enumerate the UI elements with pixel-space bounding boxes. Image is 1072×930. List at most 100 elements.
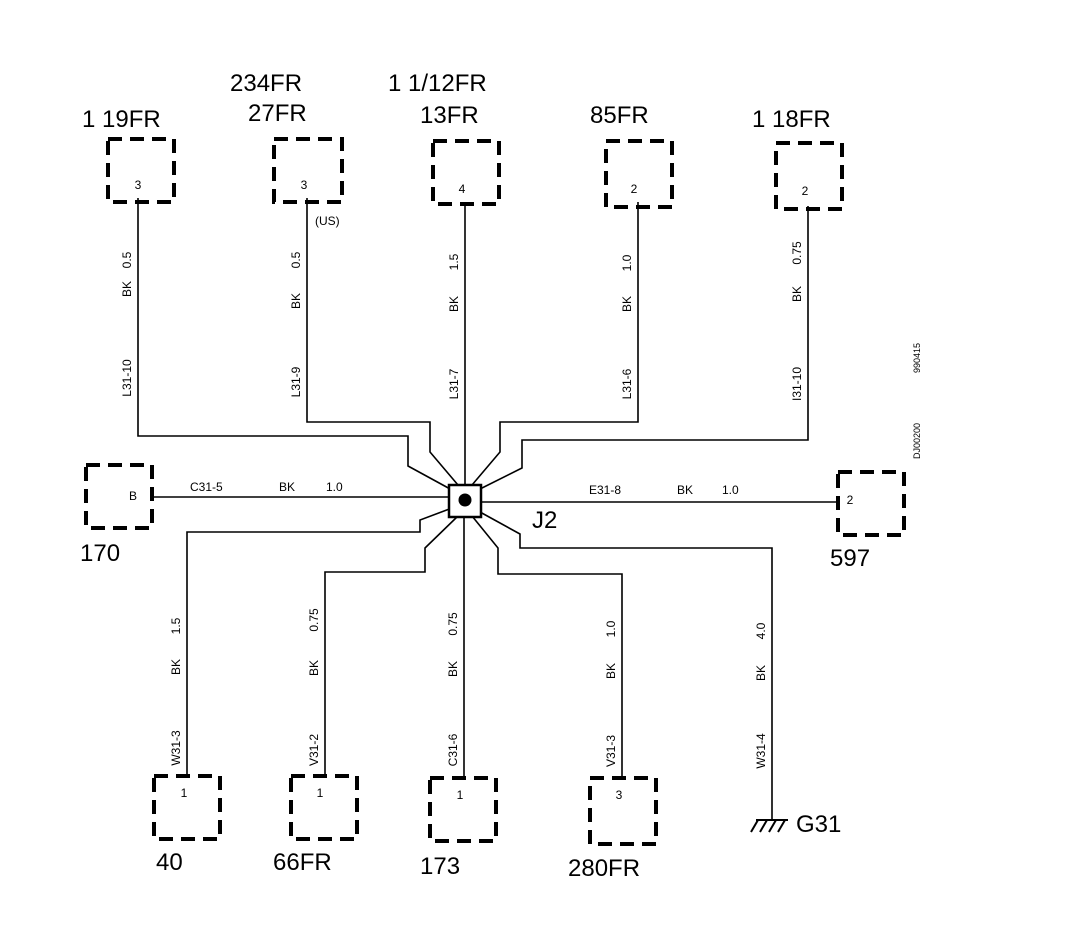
pin-number: 2 — [802, 184, 809, 198]
connector-c9: 1 66FR — [273, 774, 359, 876]
pin-number: 1 — [317, 786, 324, 800]
wire-id: W31-3 — [169, 730, 183, 766]
connector-label: 66FR — [273, 849, 332, 876]
connector-box — [428, 776, 498, 843]
wire-i31-10 — [477, 206, 809, 491]
ground-hatch-2 — [759, 819, 768, 833]
wire-size: 0.5 — [120, 251, 134, 268]
wire-color: BK — [790, 286, 804, 302]
splice-j2: J2 — [447, 483, 557, 534]
wire-labels-side: C31-5 BK 1.0 E31-8 BK 1.0 — [190, 480, 739, 497]
wire-l31-6 — [471, 202, 639, 486]
connector-label: 170 — [80, 540, 120, 567]
connector-label: 173 — [420, 853, 460, 880]
connector-label: 85FR — [590, 102, 649, 129]
wire-color: BK — [279, 480, 295, 494]
connector-label: 1 19FR — [82, 106, 161, 133]
connector-box — [272, 137, 344, 204]
connector-c5: 1 18FR 2 — [752, 106, 844, 211]
connector-box — [588, 776, 658, 846]
connector-label: 597 — [830, 545, 870, 572]
connector-c2: 234FR 27FR 3 (US) — [230, 70, 344, 228]
wire-color: BK — [604, 663, 618, 679]
splice-dot — [458, 493, 472, 507]
wire-id: L31-6 — [620, 368, 634, 399]
wire-id: L31-7 — [447, 368, 461, 399]
connector-box — [152, 774, 222, 841]
pin-number: B — [129, 489, 137, 503]
ground-g31: G31 — [750, 811, 841, 838]
ground-label: G31 — [796, 811, 841, 838]
wire-id: E31-8 — [589, 483, 621, 497]
wire-labels-bottom: 1.5 BK W31-3 0.75 BK V31-2 0.75 BK C31-6… — [169, 608, 768, 769]
wire-color: BK — [620, 296, 634, 312]
connector-c7: 2 597 — [830, 470, 906, 572]
connector-c1: 1 19FR 3 — [82, 106, 176, 204]
wire-size: 0.75 — [790, 241, 804, 265]
pin-number: 1 — [181, 786, 188, 800]
wire-id: V31-2 — [307, 734, 321, 766]
wire-size: 1.5 — [447, 253, 461, 270]
wire-color: BK — [307, 660, 321, 676]
pin-number: 3 — [616, 788, 623, 802]
pin-number: 2 — [847, 493, 854, 507]
wire-v31-3 — [471, 515, 623, 780]
wire-id: V31-3 — [604, 735, 618, 767]
connector-label: 1 1/12FR — [388, 70, 487, 97]
splice-label: J2 — [532, 507, 557, 534]
connector-c8: 1 40 — [152, 774, 222, 876]
connector-box — [774, 141, 844, 211]
connector-c6: B 170 — [80, 463, 154, 567]
wire-size: 1.5 — [169, 617, 183, 634]
wire-color: BK — [169, 659, 183, 675]
connector-box — [289, 774, 359, 841]
wires — [137, 198, 836, 820]
wire-size: 0.75 — [446, 612, 460, 636]
wire-color: BK — [289, 293, 303, 309]
pin-number: 2 — [631, 182, 638, 196]
connector-c4: 85FR 2 — [590, 102, 674, 209]
wire-size: 0.75 — [307, 608, 321, 632]
ground-hatch-1 — [750, 819, 759, 833]
connector-label: 13FR — [420, 102, 479, 129]
connector-c11: 3 280FR — [568, 776, 658, 882]
drawing-code: 990415 — [912, 343, 922, 373]
wire-size: 0.5 — [289, 251, 303, 268]
ground-hatch-3 — [768, 819, 777, 833]
wire-id: C31-6 — [446, 733, 460, 766]
wire-id: C31-5 — [190, 480, 223, 494]
connector-label: 234FR — [230, 70, 302, 97]
connector-box — [604, 139, 674, 209]
connector-c10: 1 173 — [420, 776, 498, 880]
wire-id: L31-10 — [120, 359, 134, 397]
connector-box — [836, 470, 906, 537]
connector-c3: 1 1/12FR 13FR 4 — [388, 70, 501, 206]
wire-id: L31-9 — [289, 366, 303, 397]
connector-label: 1 18FR — [752, 106, 831, 133]
connector-box — [106, 137, 176, 204]
wire-color: BK — [677, 483, 693, 497]
wire-color: BK — [447, 296, 461, 312]
pin-number: 3 — [301, 178, 308, 192]
wire-id: I31-10 — [790, 367, 804, 401]
ground-hatch-4 — [777, 819, 786, 833]
side-codes: 990415 DJ00200 — [912, 343, 922, 459]
wire-color: BK — [446, 661, 460, 677]
connector-label: 27FR — [248, 100, 307, 127]
wire-size: 1.0 — [722, 483, 739, 497]
wire-color: BK — [754, 665, 768, 681]
wire-w31-3 — [186, 507, 453, 778]
wire-size: 1.0 — [326, 480, 343, 494]
wire-id: W31-4 — [754, 733, 768, 769]
connector-label: 280FR — [568, 855, 640, 882]
drawing-code: DJ00200 — [912, 423, 922, 459]
connector-box — [84, 463, 154, 530]
wire-v31-2 — [324, 515, 459, 778]
wire-l31-9 — [306, 198, 459, 486]
wire-l31-10 — [137, 198, 453, 491]
connector-label: 40 — [156, 849, 183, 876]
pin-number: 4 — [459, 182, 466, 196]
wire-color: BK — [120, 281, 134, 297]
wire-size: 1.0 — [604, 620, 618, 637]
